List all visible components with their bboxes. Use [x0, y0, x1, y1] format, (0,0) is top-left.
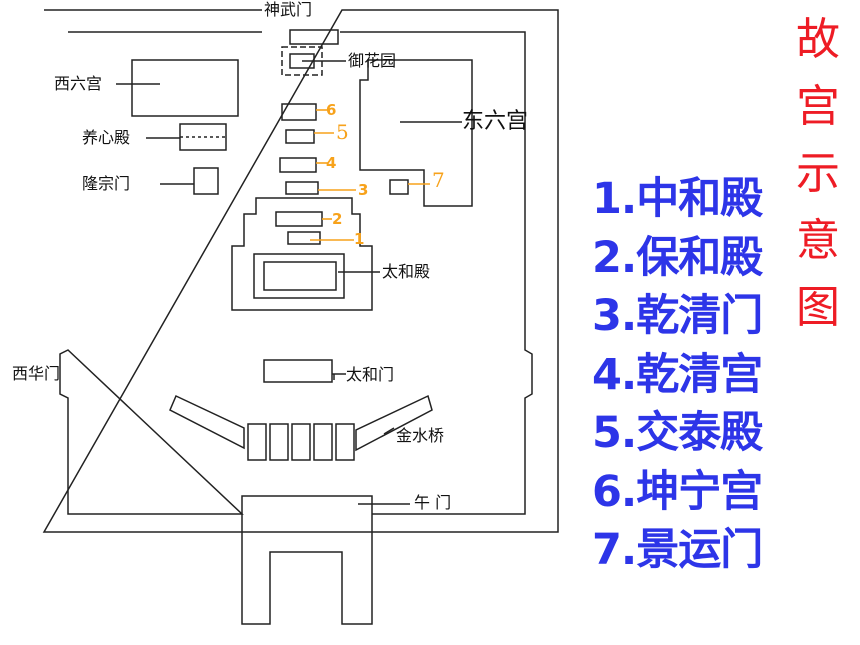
dongliugong-outline	[359, 59, 473, 207]
qianqingmen-block	[285, 181, 319, 195]
label-yangxindian: 养心殿	[82, 128, 131, 147]
title-char-3: 示	[796, 148, 840, 199]
title-char-5: 图	[796, 282, 840, 333]
jiaotaidian-block	[285, 129, 315, 144]
vertical-title: 故 宫 示 意 图	[788, 6, 848, 341]
title-char-2: 宫	[796, 81, 840, 132]
legend-item-1: 1.中和殿	[592, 174, 763, 224]
label-longzongmen: 隆宗门	[82, 174, 131, 193]
marker-6: 6	[326, 101, 337, 119]
label-xiliugong: 西六宫	[54, 74, 103, 93]
title-char-1: 故	[796, 14, 840, 65]
legend: 1.中和殿 2.保和殿 3.乾清门 4.乾清宫 5.交泰殿 6.坤宁宫 7.景运…	[592, 170, 763, 580]
taihemen-block	[263, 359, 333, 383]
inner-wall	[59, 31, 533, 515]
zhonghedian-block	[287, 231, 321, 245]
jinshuiqiao-arc-left	[169, 394, 245, 450]
marker-5: 5	[336, 120, 349, 144]
wumen-gate	[241, 495, 373, 625]
legend-item-4: 4.乾清宫	[592, 349, 763, 400]
bridge-span-2	[269, 423, 289, 461]
label-taihedian: 太和殿	[382, 262, 431, 281]
terrace	[231, 197, 373, 311]
label-shenwumen: 神武门	[264, 0, 313, 19]
marker-2: 2	[332, 210, 343, 228]
legend-item-6: 6.坤宁宫	[592, 466, 763, 517]
qianqinggong-block	[279, 157, 317, 173]
taihedian-block	[263, 261, 337, 291]
jingyunmen-block	[389, 179, 409, 195]
title-char-4: 意	[796, 215, 840, 266]
bridge-span-5	[335, 423, 355, 461]
baohedian-block	[275, 211, 323, 227]
outer-wall	[42, 9, 559, 533]
bridge-span-1	[247, 423, 267, 461]
marker-1: 1	[354, 230, 365, 248]
legend-item-5: 5.交泰殿	[592, 408, 763, 458]
bridge-span-3	[291, 423, 311, 461]
label-jinshuiqiao: 金水桥	[396, 426, 445, 445]
label-xihuamen: 西华门	[12, 364, 61, 383]
bridge-span-4	[313, 423, 333, 461]
shenwumen-gate	[289, 29, 339, 45]
legend-item-2: 2.保和殿	[592, 232, 763, 283]
legend-item-3: 3.乾清门	[592, 291, 763, 341]
label-yuhuayuan: 御花园	[348, 51, 397, 70]
legend-item-7: 7.景运门	[592, 525, 763, 575]
label-dongliugong: 东六宫	[462, 109, 529, 134]
marker-3: 3	[358, 181, 369, 199]
kunninggong-block	[281, 103, 317, 121]
longzongmen-block	[193, 167, 219, 195]
xiliugong-block	[131, 59, 239, 117]
marker-4: 4	[326, 154, 337, 172]
label-wumen: 午 门	[414, 493, 452, 512]
label-taihemen: 太和门	[346, 365, 395, 384]
marker-7: 7	[432, 168, 445, 192]
jinshuiqiao-arc-right	[355, 394, 433, 452]
